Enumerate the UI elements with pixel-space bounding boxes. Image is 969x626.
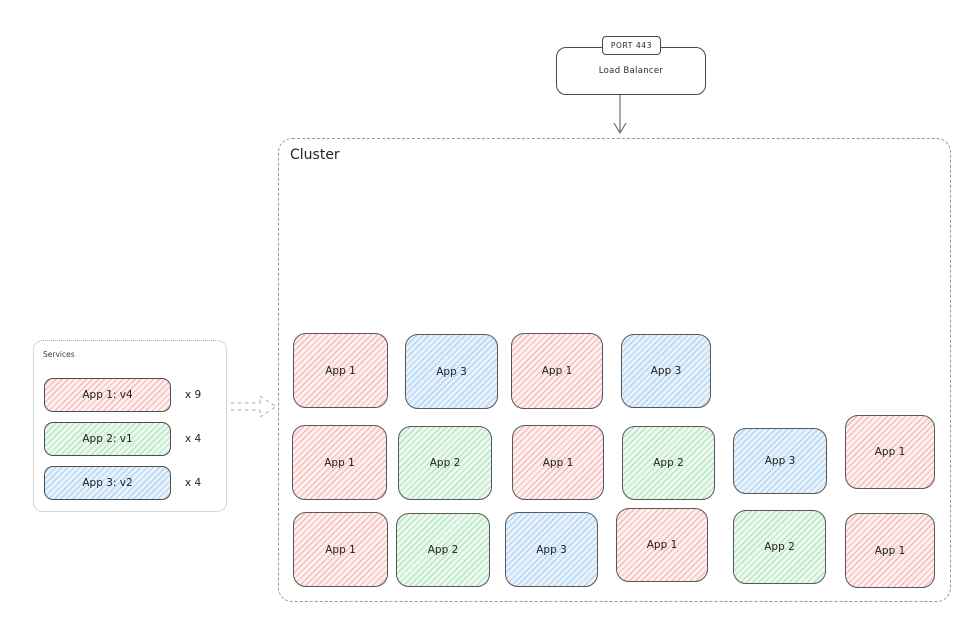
cluster-node-label: App 2 [653,457,684,469]
port-badge-label: PORT 443 [610,41,653,50]
cluster-node[interactable]: App 1 [292,425,387,500]
cluster-node[interactable]: App 2 [398,426,492,500]
services-panel-label: Services [43,350,75,359]
cluster-node-label: App 3 [436,365,467,378]
cluster-node-label: App 3 [764,455,796,467]
service-count: x 9 [185,389,202,401]
services-to-cluster-arrow[interactable] [229,391,283,423]
cluster-node-label: App 1 [325,364,356,377]
service-box[interactable]: App 1: v4 [44,378,171,412]
service-label: App 2: v1 [82,433,133,445]
cluster-node-label: App 1 [874,544,906,557]
cluster-node-label: App 1 [324,456,355,469]
cluster-node-label: App 3 [650,365,682,377]
cluster-node-label: App 1 [542,456,574,469]
service-box[interactable]: App 3: v2 [44,466,171,500]
cluster-node[interactable]: App 1 [512,425,604,500]
cluster-node-label: App 1 [646,539,678,551]
cluster-node-label: App 2 [427,544,459,556]
cluster-node[interactable]: App 1 [616,508,708,582]
cluster-node[interactable]: App 1 [293,512,388,587]
load-balancer-label: Load Balancer [598,66,664,76]
cluster-node[interactable]: App 1 [845,415,935,489]
cluster-node[interactable]: App 2 [622,426,715,500]
cluster-node[interactable]: App 2 [733,510,826,584]
cluster-container[interactable]: Cluster [278,138,951,602]
service-row: App 2: v1 x 4 [44,421,201,457]
cluster-node-label: App 1 [325,543,356,556]
service-label: App 3: v2 [82,477,133,489]
service-row: App 1: v4 x 9 [44,377,201,413]
cluster-node-label: App 3 [536,543,567,556]
service-count: x 4 [185,433,202,445]
cluster-node[interactable]: App 1 [293,333,388,408]
cluster-node[interactable]: App 3 [621,334,711,408]
cluster-node-label: App 1 [541,365,573,377]
cluster-node-label: App 2 [429,457,461,469]
cluster-node[interactable]: App 1 [511,333,603,409]
cluster-label: Cluster [290,147,340,163]
cluster-node[interactable]: App 2 [396,513,490,587]
cluster-node[interactable]: App 3 [505,512,598,587]
cluster-node-label: App 2 [764,541,795,553]
service-label: App 1: v4 [82,389,133,401]
cluster-node-label: App 1 [874,446,906,458]
cluster-node[interactable]: App 3 [733,428,827,494]
lb-to-cluster-arrow[interactable] [611,94,629,138]
service-row: App 3: v2 x 4 [44,465,201,501]
service-box[interactable]: App 2: v1 [44,422,171,456]
port-badge[interactable]: PORT 443 [602,36,661,55]
cluster-node[interactable]: App 3 [405,334,498,409]
service-count: x 4 [185,477,202,489]
cluster-node[interactable]: App 1 [845,513,935,588]
